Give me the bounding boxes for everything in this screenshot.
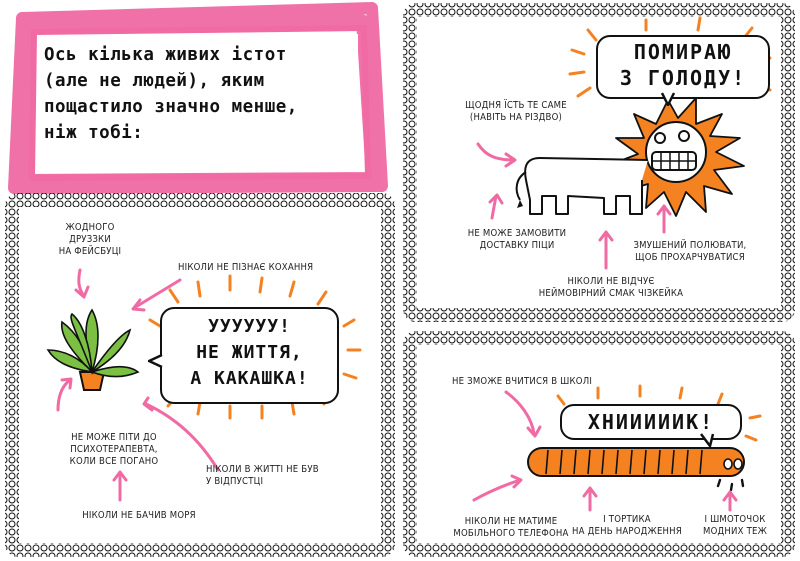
worm-bubble-tail (700, 433, 714, 447)
lion-bubble-tail (660, 92, 676, 106)
plant-exclamation-line: НЕ ЖИТТЯ, (196, 342, 303, 363)
note-same-food: Щодня їсть те саме (навіть на Різдво) (465, 100, 567, 123)
note-no-phone: Ніколи не матиме мобільного телефона (453, 516, 569, 539)
plant-icon (46, 308, 140, 391)
note-no-school: Не зможе вчитися в школі (452, 376, 593, 387)
intro-title-line: пощастило значно менше, (44, 97, 298, 117)
note-no-cake: І тортика на День народження (572, 514, 682, 537)
note-no-vacation: Ніколи в житті не був у відпустці (206, 464, 319, 487)
lion-exclamation-line: З ГОЛОДУ! (619, 66, 747, 90)
panel-plant-frame (5, 193, 395, 557)
note-must-hunt: Змушений полювати, щоб прохарчуватися (633, 240, 747, 263)
note-no-friends: Жодного друззки на фейсбуці (58, 222, 122, 257)
intro-title: Ось кілька живих істот (але не людей), я… (44, 42, 344, 146)
panel-lion-frame (403, 3, 795, 322)
plant-bubble-tail (148, 354, 163, 368)
lion-exclamation-line: ПОМИРАЮ (633, 40, 733, 64)
note-no-therapist: Не може піти до психотерапевта, коли все… (69, 432, 159, 467)
note-no-clothes: І шмоточок модних теж (703, 514, 767, 537)
lion-icon (515, 97, 745, 217)
intro-title-line: (але не людей), яким (44, 71, 265, 91)
panel-worm-frame (403, 331, 795, 557)
worm-icon (527, 447, 745, 492)
lion-speech-bubble: ПОМИРАЮ З ГОЛОДУ! (596, 35, 770, 99)
note-no-cheesecake: Ніколи не відчує неймовірний смак чізкей… (538, 276, 684, 299)
plant-speech-bubble: УУУУУУ! НЕ ЖИТТЯ, А КАКАШКА! (160, 307, 339, 404)
note-no-pizza: Не може замовити доставку піци (467, 228, 567, 251)
plant-exclamation-line: А КАКАШКА! (190, 368, 309, 389)
note-no-sea: Ніколи не бачив моря (82, 510, 196, 521)
intro-title-line: ніж тобі: (44, 123, 144, 143)
note-no-love: Ніколи не пізнає кохання (178, 262, 314, 273)
worm-exclamation: ХНИИИИИК! (587, 410, 715, 434)
worm-speech-bubble: ХНИИИИИК! (560, 404, 742, 440)
intro-title-line: Ось кілька живих істот (44, 45, 287, 65)
plant-exclamation-line: УУУУУУ! (208, 316, 291, 337)
